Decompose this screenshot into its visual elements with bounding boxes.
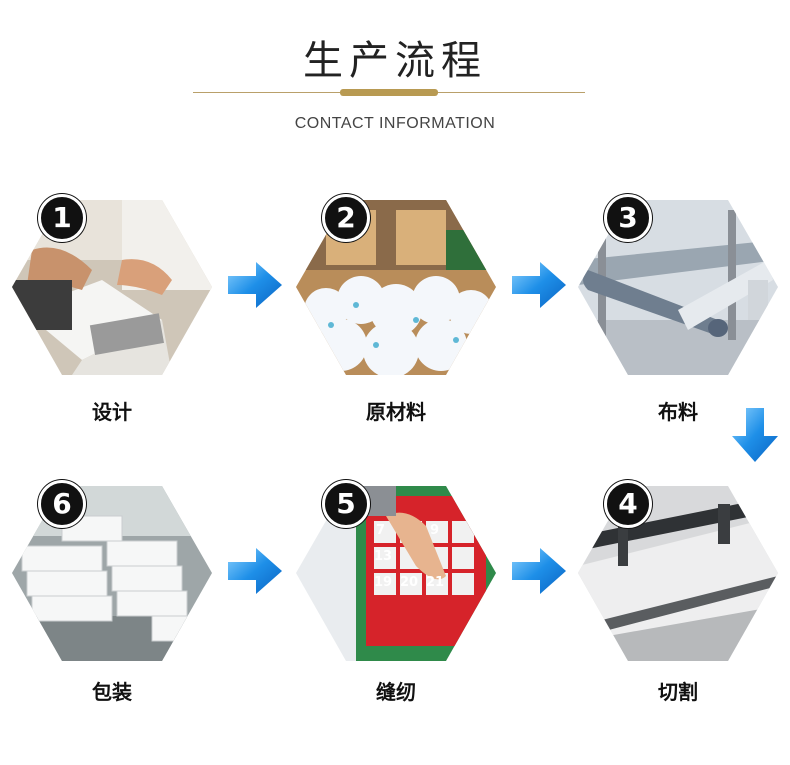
step-number-badge: 2 <box>322 194 370 242</box>
step-label: 布料 <box>658 400 698 424</box>
step-label: 缝纫 <box>376 680 416 704</box>
step-label: 包装 <box>92 680 132 704</box>
step-fabric: 3 布料 <box>578 194 778 424</box>
step-label: 设计 <box>92 400 132 424</box>
calendar-number: 19 <box>374 575 392 590</box>
page-subtitle: CONTACT INFORMATION <box>294 115 496 132</box>
calendar-number: 9 <box>430 523 439 538</box>
calendar-number: 7 <box>376 523 385 538</box>
step-number-badge: 4 <box>604 480 652 528</box>
step-number-badge: 6 <box>38 480 86 528</box>
step-design: 1 设计 <box>12 194 212 424</box>
step-cutting: 4 切割 <box>578 480 778 704</box>
step-raw-materials: 2 原材料 <box>296 194 496 424</box>
arrow-right-icon <box>228 548 282 594</box>
design-photo <box>12 200 212 375</box>
step-number-badge: 5 <box>322 480 370 528</box>
step-number-badge: 1 <box>38 194 86 242</box>
calendar-number: 13 <box>374 549 392 564</box>
title-divider-accent <box>340 89 438 96</box>
step-label: 切割 <box>658 680 698 704</box>
calendar-number: 20 <box>400 575 418 590</box>
page-title: 生产流程 <box>303 38 487 84</box>
arrow-down-icon <box>732 408 778 462</box>
arrow-right-icon <box>512 548 566 594</box>
arrow-right-icon <box>512 262 566 308</box>
step-label: 原材料 <box>366 400 426 424</box>
step-sewing: 7 9 13 19 20 21 5 缝纫 <box>296 480 496 704</box>
step-packing: 6 包装 <box>12 480 212 704</box>
arrow-right-icon <box>228 262 282 308</box>
step-number-badge: 3 <box>604 194 652 242</box>
calendar-number: 21 <box>426 575 444 590</box>
